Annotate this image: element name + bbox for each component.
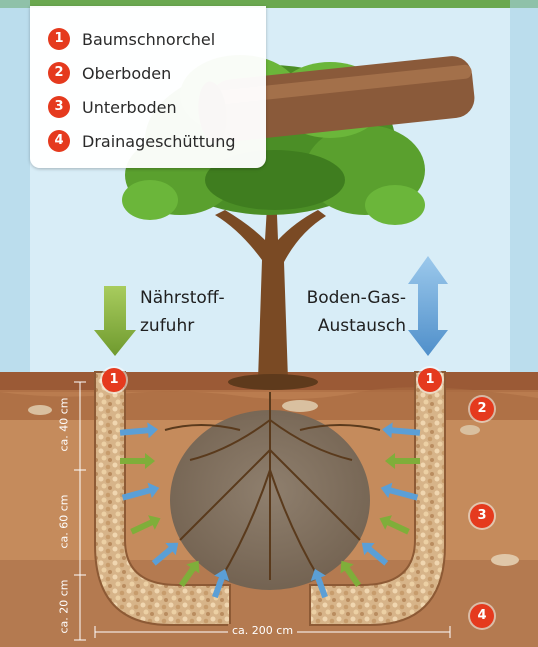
marker-subsoil: 3 <box>470 504 494 528</box>
nutrient-label-line2: zufuhr <box>140 312 225 340</box>
legend-number-badge: 3 <box>48 96 70 118</box>
marker-snorkel-right: 1 <box>418 368 442 392</box>
legend-item: 2 Oberboden <box>48 62 171 84</box>
nutrient-label-line1: Nährstoff- <box>140 284 225 312</box>
depth-mid-label: ca. 60 cm <box>58 492 71 552</box>
legend-label: Baumschnorchel <box>82 30 215 49</box>
gas-exchange-label-line1: Boden-Gas- <box>296 284 406 312</box>
gas-exchange-label: Boden-Gas- Austausch <box>296 284 406 340</box>
legend-number-badge: 4 <box>48 130 70 152</box>
legend: 1 Baumschnorchel 2 Oberboden 3 Unterbode… <box>30 6 266 168</box>
depth-bottom-label: ca. 20 cm <box>58 577 71 637</box>
legend-item: 4 Drainageschüttung <box>48 130 236 152</box>
legend-item: 3 Unterboden <box>48 96 177 118</box>
legend-number-badge: 2 <box>48 62 70 84</box>
legend-item: 1 Baumschnorchel <box>48 28 215 50</box>
legend-label: Oberboden <box>82 64 171 83</box>
depth-top-label: ca. 40 cm <box>58 395 71 455</box>
legend-label: Drainageschüttung <box>82 132 236 151</box>
marker-topsoil: 2 <box>470 397 494 421</box>
legend-label: Unterboden <box>82 98 177 117</box>
marker-drainage: 4 <box>470 604 494 628</box>
legend-number-badge: 1 <box>48 28 70 50</box>
nutrient-label: Nährstoff- zufuhr <box>140 284 225 340</box>
width-label: ca. 200 cm <box>228 624 297 637</box>
gas-exchange-label-line2: Austausch <box>296 312 406 340</box>
marker-snorkel-left: 1 <box>102 368 126 392</box>
